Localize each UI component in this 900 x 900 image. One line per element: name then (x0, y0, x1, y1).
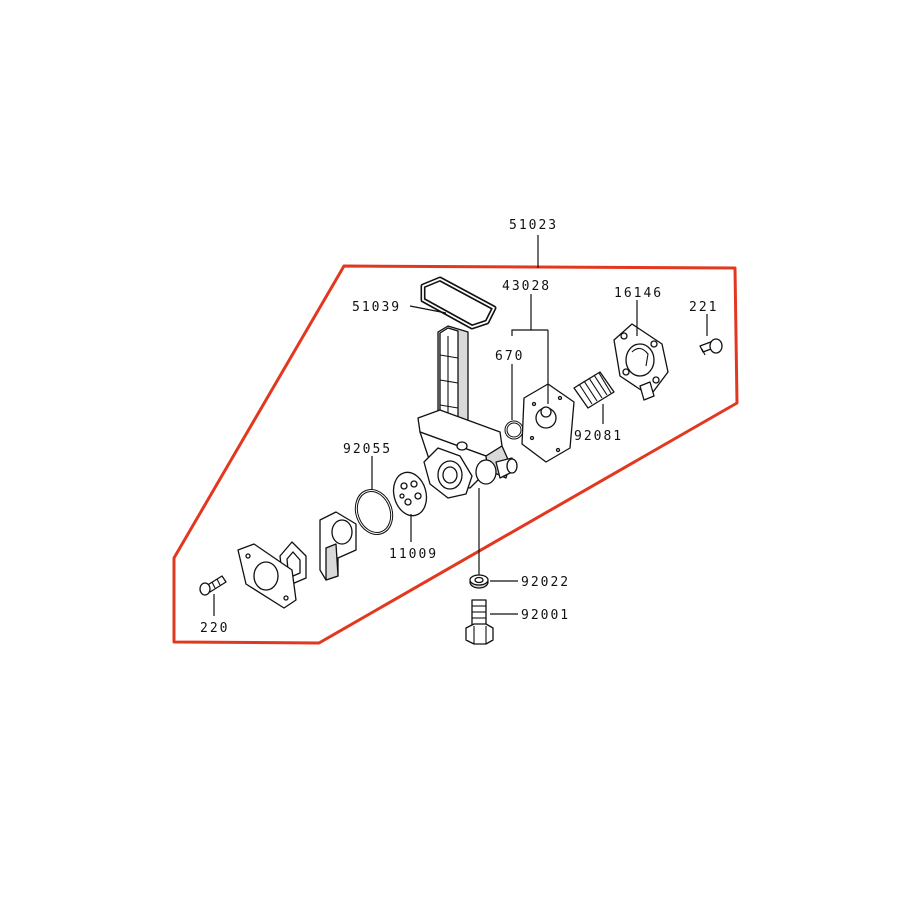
part-label: 92081 (574, 429, 623, 444)
part-label: 92001 (521, 608, 570, 623)
oring-92055 (354, 489, 394, 535)
part-label: 92022 (521, 575, 570, 590)
part-label: 11009 (389, 547, 438, 562)
bolt-92001 (465, 599, 494, 645)
spring-92081 (573, 371, 615, 409)
oring-51039 (420, 276, 497, 330)
diaphragm-43028 (521, 383, 575, 463)
washer-92022 (469, 574, 489, 589)
screw-220 (199, 575, 227, 596)
flange (423, 447, 473, 499)
leader-51039 (409, 305, 447, 314)
part-label: 16146 (614, 286, 663, 301)
assembly-outline (172, 264, 739, 645)
part-label: 51023 (509, 218, 558, 233)
part-label: 92055 (343, 442, 392, 457)
lever-plate (237, 543, 297, 609)
part-label: 670 (495, 349, 524, 364)
part-label: 43028 (502, 279, 551, 294)
part-label: 221 (689, 300, 718, 315)
part-label: 51039 (352, 300, 401, 315)
cover-16146 (613, 323, 669, 401)
screw-221 (699, 338, 723, 356)
lever (319, 511, 357, 581)
leader-43028 (511, 294, 532, 336)
oring-670 (504, 420, 524, 440)
gasket-11009 (392, 471, 428, 517)
part-label: 220 (200, 621, 229, 636)
